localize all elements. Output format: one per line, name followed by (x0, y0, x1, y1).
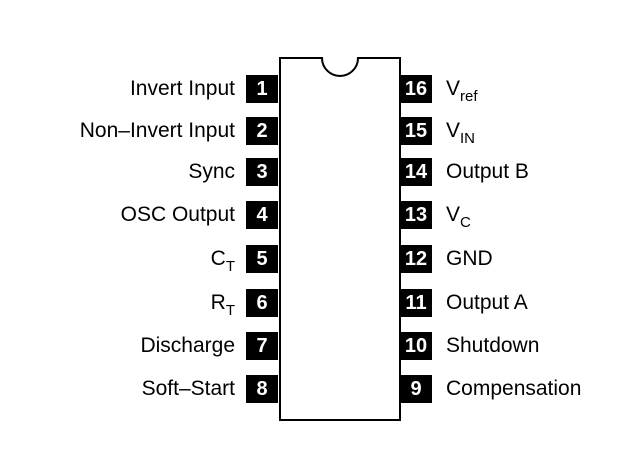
pin-label-text: GND (446, 247, 493, 270)
pin-number-9: 9 (400, 375, 432, 403)
pin-label-text: V (446, 77, 461, 100)
pin-number-13: 13 (400, 201, 432, 229)
pin-label-text: Non–Invert Input (79, 119, 235, 142)
pin-number-7: 7 (246, 332, 278, 360)
pin-label-subscript: T (225, 258, 235, 275)
pin-label-text: Invert Input (129, 77, 235, 100)
pin-label-text: Output B (446, 160, 529, 183)
pin-label-8: Soft–Start (142, 377, 235, 401)
pin-number-15: 15 (400, 117, 432, 145)
pin-number-16: 16 (400, 75, 432, 103)
pin-label-subscript: C (460, 214, 471, 231)
pin-number-5: 5 (246, 245, 278, 273)
pin-label-subscript: ref (460, 88, 478, 105)
pin-number-6: 6 (246, 289, 278, 317)
pin-label-text: V (446, 203, 461, 226)
pin-label-text: Output A (446, 291, 528, 314)
pin-label-16: Vref (446, 77, 478, 105)
pin-number-8: 8 (246, 375, 278, 403)
pin-number-2: 2 (246, 117, 278, 145)
pin-label-1: Invert Input (130, 77, 235, 101)
pin-label-6: RT (210, 291, 235, 319)
pin-label-text: Sync (188, 160, 235, 183)
pin-number-12: 12 (400, 245, 432, 273)
pin-number-4: 4 (246, 201, 278, 229)
pin-label-4: OSC Output (121, 203, 235, 227)
pin-label-text: C (210, 247, 226, 270)
pin-number-14: 14 (400, 158, 432, 186)
ic-body-with-notch (279, 57, 401, 421)
pin-label-2: Non–Invert Input (80, 119, 235, 143)
pin-number-11: 11 (400, 289, 432, 317)
pin-label-15: VIN (446, 119, 476, 147)
pin-label-subscript: T (225, 302, 235, 319)
pin-label-7: Discharge (140, 334, 235, 358)
pin-label-9: Compensation (446, 377, 581, 401)
pin-label-13: VC (446, 203, 471, 231)
pin-label-11: Output A (446, 291, 528, 315)
pin-label-text: Soft–Start (141, 377, 235, 400)
pin-number-1: 1 (246, 75, 278, 103)
pin-label-10: Shutdown (446, 334, 539, 358)
pin-number-3: 3 (246, 158, 278, 186)
pin-label-subscript: IN (460, 130, 476, 147)
pin-label-text: V (446, 119, 461, 142)
pin-label-text: OSC Output (120, 203, 235, 226)
pin-number-10: 10 (400, 332, 432, 360)
pin-label-12: GND (446, 247, 493, 271)
pin-label-text: Discharge (140, 334, 235, 357)
pin-label-text: R (210, 291, 226, 314)
pin-label-text: Shutdown (446, 334, 540, 357)
pin-label-3: Sync (188, 160, 235, 184)
pin-label-5: CT (210, 247, 235, 275)
pin-label-14: Output B (446, 160, 529, 184)
pin-label-text: Compensation (446, 377, 582, 400)
